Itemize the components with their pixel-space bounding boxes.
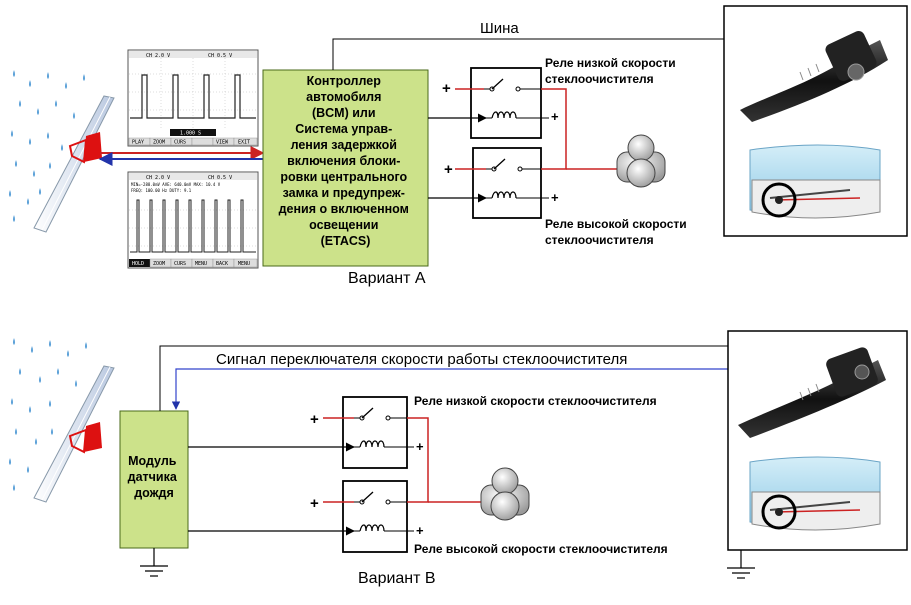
oscilloscope-top: CH 2.0 V CH 0.5 V 1.000 S PLAY ZOOM CURS…: [127, 49, 259, 147]
rain-sensor-module-box: [119, 410, 189, 549]
scope-top-btn-curs: CURS: [174, 140, 186, 146]
relay-low-a-plus: +: [442, 80, 451, 97]
relay-low-b-plus: +: [310, 411, 319, 428]
scope-top-readout: 1.000 S: [180, 131, 201, 137]
windshield-glass: [33, 95, 115, 233]
scope-bottom-ch2: CH 0.5 V: [208, 175, 232, 181]
controller-box: [262, 69, 429, 267]
scope-bottom-ch1: CH 2.0 V: [146, 175, 170, 181]
scope-top-ch1: CH 2.0 V: [146, 53, 170, 59]
car-windshield-icon: [749, 144, 881, 219]
switch-signal-line-blue: [171, 368, 728, 410]
scope-bottom-btn-zoom: ZOOM: [153, 261, 165, 267]
motor-wire-b: [407, 417, 429, 503]
car-windshield-icon: [749, 456, 881, 531]
relay-low-a: [470, 67, 542, 139]
bus-label: Шина: [480, 20, 519, 37]
scope-bottom-info1: MIN=-288.0mV AVE: 640.0mV MAX: 10.4 V: [131, 182, 221, 187]
module-label: Модуль датчика дождя: [128, 454, 181, 500]
variant-b: Модуль датчика дождя Сигнал переключател…: [9, 330, 908, 587]
rain-sensor-icon: [68, 422, 102, 454]
scope-bottom-waveform: [130, 199, 256, 253]
rain-drops-icon: [9, 338, 87, 491]
rain-sensor-icon: [68, 132, 102, 164]
wiper-stalk-icon: [740, 30, 888, 122]
scope-top-waveform: [130, 74, 256, 119]
relay-high-a-label: Реле высокой скорости стеклоочистителя: [545, 217, 690, 247]
relay-low-a-coil-plus: +: [551, 109, 559, 124]
variant-a: CH 2.0 V CH 0.5 V 1.000 S PLAY ZOOM CURS…: [9, 5, 908, 287]
wiper-stalk-icon: [738, 347, 886, 438]
relay-high-a-plus: +: [444, 161, 453, 178]
caption-b: Вариант B: [358, 570, 436, 587]
scope-bottom-btn-menu2: MENU: [238, 261, 250, 267]
relay-low-b-coil-plus: +: [416, 439, 424, 454]
scope-top-btn-view: VIEW: [216, 140, 229, 146]
ground-icon: [727, 550, 755, 579]
relay-high-b: [342, 480, 408, 553]
scope-bottom-btn-curs: CURS: [174, 261, 186, 267]
relay-high-b-coil-plus: +: [416, 523, 424, 538]
relay-high-a-coil-plus: +: [551, 190, 559, 205]
wiper-switch-panel-a: [723, 5, 908, 237]
scope-bottom-btn-hold: HOLD: [132, 261, 144, 267]
wiper-switch-panel-b: [727, 330, 908, 551]
scope-bottom-btn-back: BACK: [216, 261, 228, 267]
scope-bottom-info2: FREQ: 100.00 Hz DUTY: 9.1: [131, 188, 192, 193]
relay-high-b-label: Реле высокой скорости стеклоочистителя: [414, 542, 668, 556]
relay-low-b-label: Реле низкой скорости стеклоочистителя: [414, 394, 657, 408]
relay-low-a-label: Реле низкой скорости стеклоочистителя: [545, 56, 679, 86]
caption-a: Вариант A: [348, 270, 426, 287]
ground-icon: [140, 548, 168, 577]
scope-top-btn-play: PLAY: [132, 140, 144, 146]
bus-line: [332, 38, 730, 70]
scope-top-ch2: CH 0.5 V: [208, 53, 232, 59]
relay-high-a: [472, 147, 542, 219]
motor-wire-a: [541, 88, 567, 170]
scope-bottom-btn-menu: MENU: [195, 261, 207, 267]
signal-label: Сигнал переключателя скорости работы сте…: [216, 351, 627, 368]
controller-label: Контроллер автомобиля (BCM) или Система …: [279, 74, 413, 248]
rain-drops-icon: [9, 70, 85, 222]
wiper-motor-icon: [616, 134, 666, 188]
scope-top-btn-exit: EXIT: [238, 140, 250, 146]
scope-top-btn-zoom: ZOOM: [153, 140, 165, 146]
switch-signal-line-black: [159, 345, 728, 411]
relay-low-b: [342, 396, 408, 469]
wiper-motor-icon: [480, 467, 530, 521]
oscilloscope-bottom: CH 2.0 V CH 0.5 V MIN=-288.0mV AVE: 640.…: [127, 171, 259, 269]
relay-high-b-plus: +: [310, 495, 319, 512]
